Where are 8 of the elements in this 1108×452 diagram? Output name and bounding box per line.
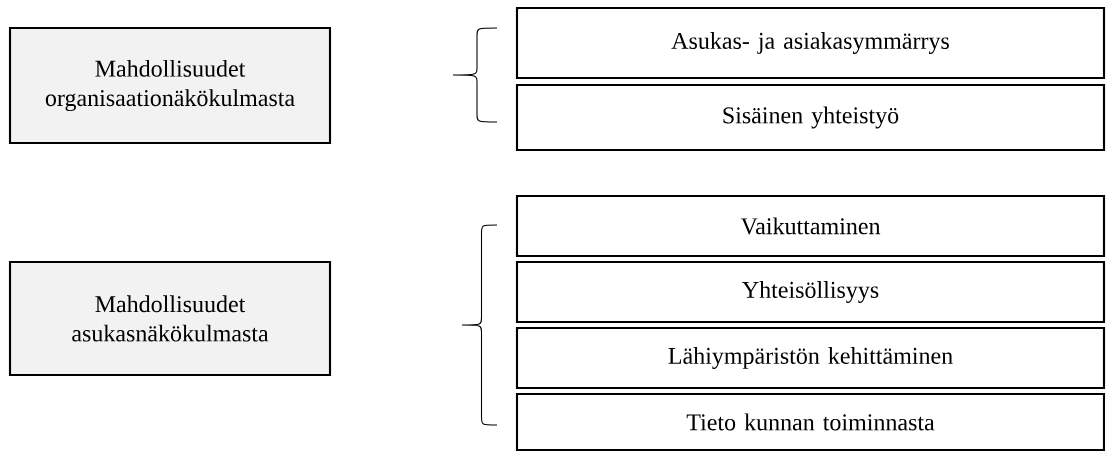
item-box: Lähiympäristön kehittäminen	[515, 326, 1106, 390]
item-box: Vaikuttaminen	[515, 194, 1106, 258]
item-box: Sisäinen yhteistyö	[515, 83, 1106, 152]
item-box: Yhteisöllisyys	[515, 260, 1106, 324]
category-box: Mahdollisuudet organisaationäkökulmasta	[8, 26, 332, 145]
item-box: Asukas- ja asiakasymmärrys	[515, 6, 1106, 80]
category-box: Mahdollisuudet asukasnäkökulmasta	[8, 260, 332, 377]
item-box: Tieto kunnan toiminnasta	[515, 392, 1106, 452]
